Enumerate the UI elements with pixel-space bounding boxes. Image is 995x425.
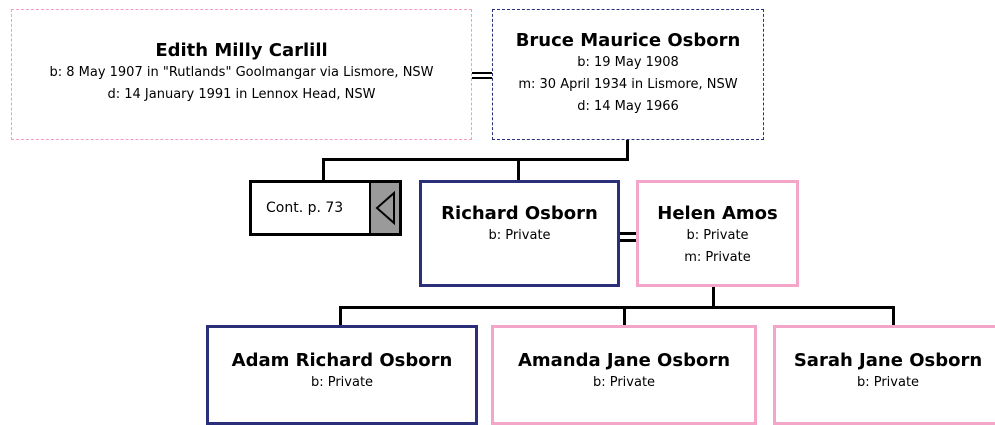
birth-detail: b: Private <box>592 375 656 390</box>
continuation-arrow-button[interactable] <box>369 183 399 233</box>
parents-drop-line <box>626 140 629 161</box>
person-box-richard[interactable]: Richard Osborn b: Private <box>419 180 620 287</box>
person-name: Amanda Jane Osborn <box>517 350 731 371</box>
person-name: Richard Osborn <box>441 203 598 224</box>
couple-line-bottom <box>620 239 636 242</box>
person-name: Adam Richard Osborn <box>231 350 453 371</box>
death-detail: d: 14 May 1966 <box>577 99 679 114</box>
marriage-line-top <box>472 72 492 74</box>
child-1-drop-line <box>339 306 342 326</box>
child-3-drop-line <box>892 306 895 326</box>
birth-detail: b: Private <box>856 375 920 390</box>
person-name: Helen Amos <box>657 203 778 224</box>
person-box-amanda[interactable]: Amanda Jane Osborn b: Private <box>491 325 757 425</box>
marriage-detail: m: 30 April 1934 in Lismore, NSW <box>518 77 738 92</box>
person-name: Edith Milly Carlill <box>155 40 328 61</box>
cont-drop-line <box>322 158 325 182</box>
continuation-box[interactable]: Cont. p. 73 <box>249 180 402 236</box>
continuation-label: Cont. p. 73 <box>266 200 344 216</box>
child-2-drop-line <box>623 306 626 326</box>
person-name: Bruce Maurice Osborn <box>515 30 741 51</box>
marriage-line-bottom <box>472 77 492 79</box>
children-drop-line <box>712 287 715 309</box>
birth-detail: b: Private <box>686 228 749 243</box>
death-detail: d: 14 January 1991 in Lennox Head, NSW <box>107 87 376 102</box>
richard-drop-line <box>517 158 520 180</box>
couple-line-top <box>620 232 636 235</box>
person-name: Sarah Jane Osborn <box>793 350 983 371</box>
person-box-bruce[interactable]: Bruce Maurice Osborn b: 19 May 1908 m: 3… <box>492 9 764 140</box>
birth-detail: b: 19 May 1908 <box>577 55 679 70</box>
children-bar <box>339 306 895 309</box>
person-box-helen[interactable]: Helen Amos b: Private m: Private <box>636 180 799 287</box>
person-box-sarah[interactable]: Sarah Jane Osborn b: Private <box>773 325 995 425</box>
birth-detail: b: Private <box>488 228 551 243</box>
siblings-bar <box>322 158 629 161</box>
person-box-adam[interactable]: Adam Richard Osborn b: Private <box>206 325 478 425</box>
birth-detail: b: Private <box>310 375 374 390</box>
marriage-detail: m: Private <box>684 250 751 265</box>
person-box-edith[interactable]: Edith Milly Carlill b: 8 May 1907 in "Ru… <box>11 9 472 140</box>
birth-detail: b: 8 May 1907 in "Rutlands" Goolmangar v… <box>49 65 434 80</box>
